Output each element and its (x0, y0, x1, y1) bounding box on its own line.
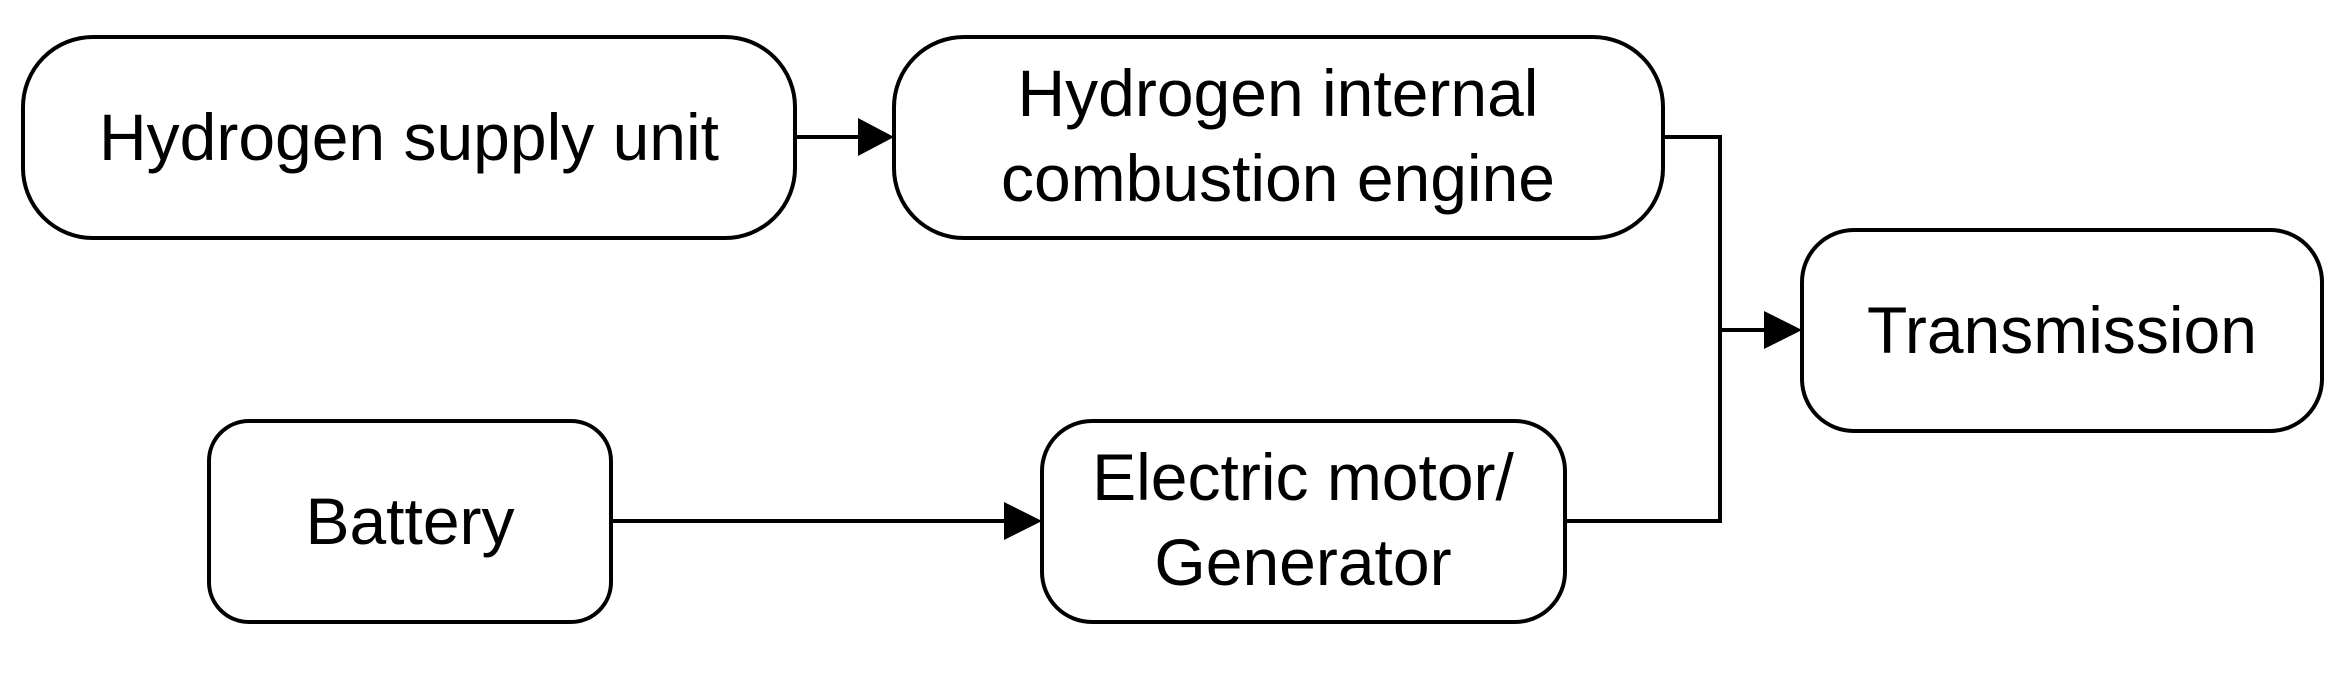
node-box (1800, 228, 2324, 433)
node-label: Battery (305, 484, 514, 558)
node-label-line-2: Generator (1154, 525, 1451, 599)
node-box (21, 35, 797, 240)
edge-engine-to-transmission (1663, 135, 1768, 332)
arrowhead-to-transmission (1764, 311, 1802, 349)
edge-motor-to-transmission (1565, 330, 1722, 523)
node-label-line-1: Hydrogen internal (1018, 56, 1539, 130)
node-box (892, 35, 1665, 240)
node-label: Hydrogen supply unit (99, 100, 719, 174)
node-transmission: Transmission (1800, 228, 2324, 433)
node-electric-motor-generator: Electric motor/ Generator (1040, 419, 1567, 624)
arrowhead-supply-to-engine (858, 118, 894, 156)
node-box (207, 419, 613, 624)
arrowhead-battery-to-motor (1004, 502, 1042, 540)
node-label-line-1: Electric motor/ (1092, 440, 1514, 514)
node-hydrogen-internal-combustion-engine: Hydrogen internal combustion engine (892, 35, 1665, 240)
node-label: Transmission (1867, 293, 2257, 367)
connectors (611, 118, 1802, 540)
node-box (1040, 419, 1567, 624)
node-label-line-2: combustion engine (1001, 141, 1555, 215)
node-hydrogen-supply-unit: Hydrogen supply unit (21, 35, 797, 240)
node-battery: Battery (207, 419, 613, 624)
